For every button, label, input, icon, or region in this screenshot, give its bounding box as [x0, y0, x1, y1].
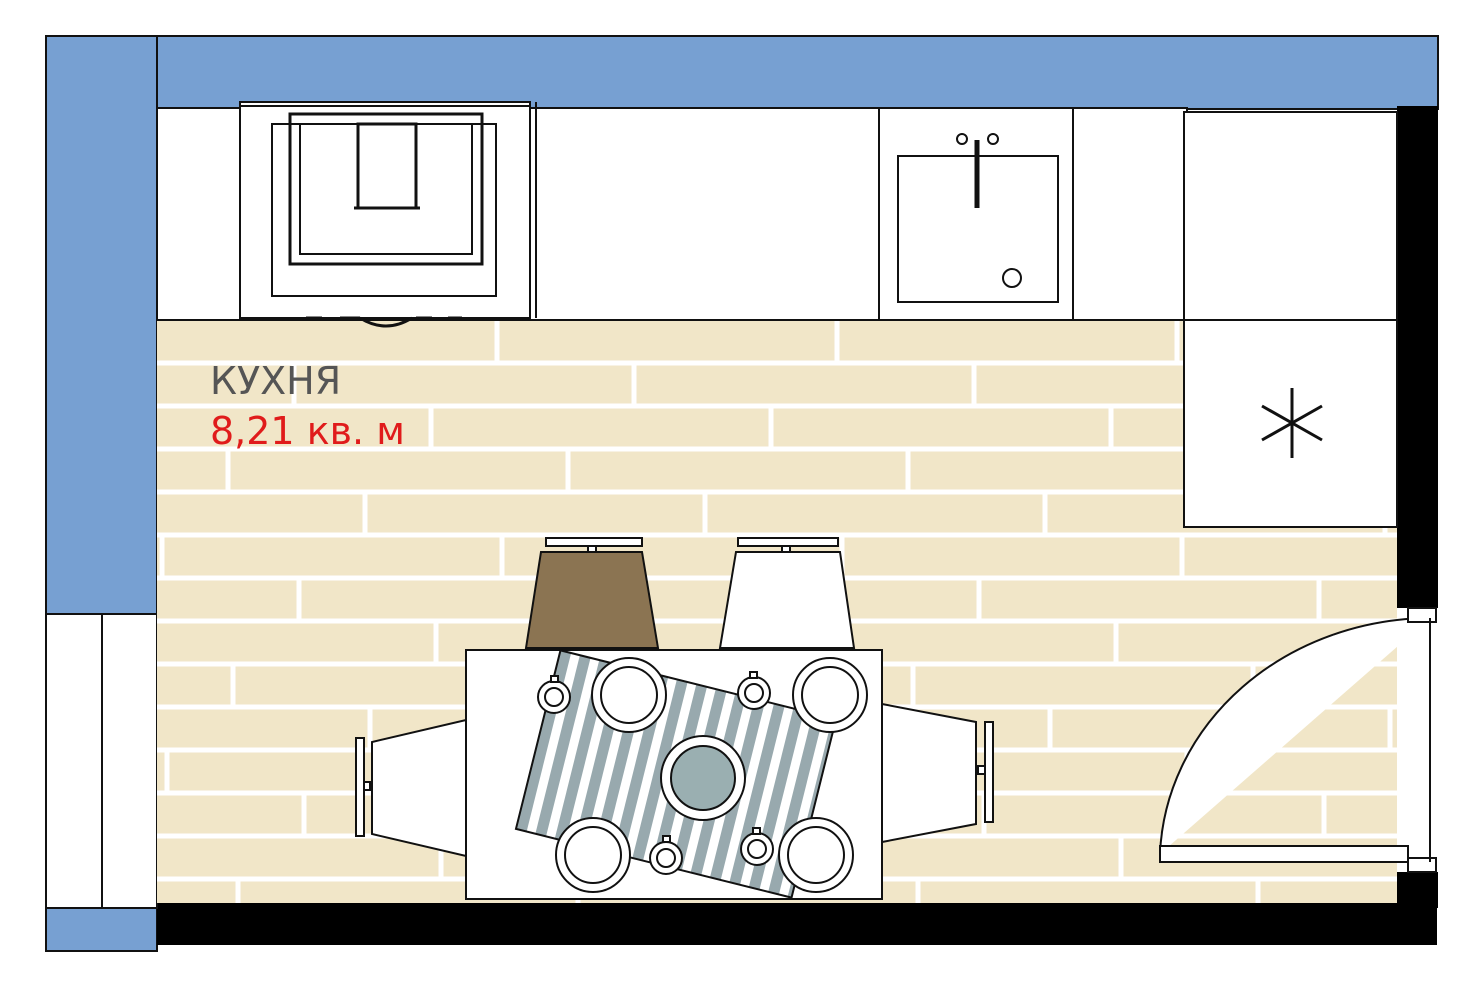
fridge — [1183, 111, 1398, 528]
stove-knobs — [306, 316, 462, 328]
plate — [591, 657, 667, 733]
plate — [778, 817, 854, 893]
room-name: КУХНЯ — [210, 359, 342, 403]
wall-right-lower — [1397, 872, 1438, 908]
place-settings — [537, 657, 868, 893]
cup — [740, 827, 774, 866]
plate — [555, 817, 631, 893]
plate — [792, 657, 868, 733]
center-dish — [660, 735, 746, 821]
wall-top — [45, 35, 1439, 110]
cup — [649, 835, 683, 875]
room-area: 8,21 кв. м — [210, 409, 405, 453]
cup — [737, 671, 771, 710]
chair-top-right — [718, 537, 856, 649]
wall-left-bottom — [45, 907, 158, 952]
wall-bottom — [157, 903, 1437, 945]
chair-top-left — [524, 537, 660, 649]
door-swing-icon — [1159, 607, 1437, 873]
snowflake-icon — [1261, 388, 1323, 458]
chair-left — [355, 718, 467, 858]
chair-right — [881, 702, 994, 844]
wall-left — [45, 35, 158, 615]
dining-table — [465, 649, 883, 900]
sink-icon — [897, 133, 1059, 303]
cup — [537, 675, 571, 714]
stove-icon — [239, 101, 537, 328]
tall-cabinet — [1183, 111, 1398, 321]
wall-right-upper — [1397, 106, 1438, 608]
walls — [45, 35, 1439, 952]
